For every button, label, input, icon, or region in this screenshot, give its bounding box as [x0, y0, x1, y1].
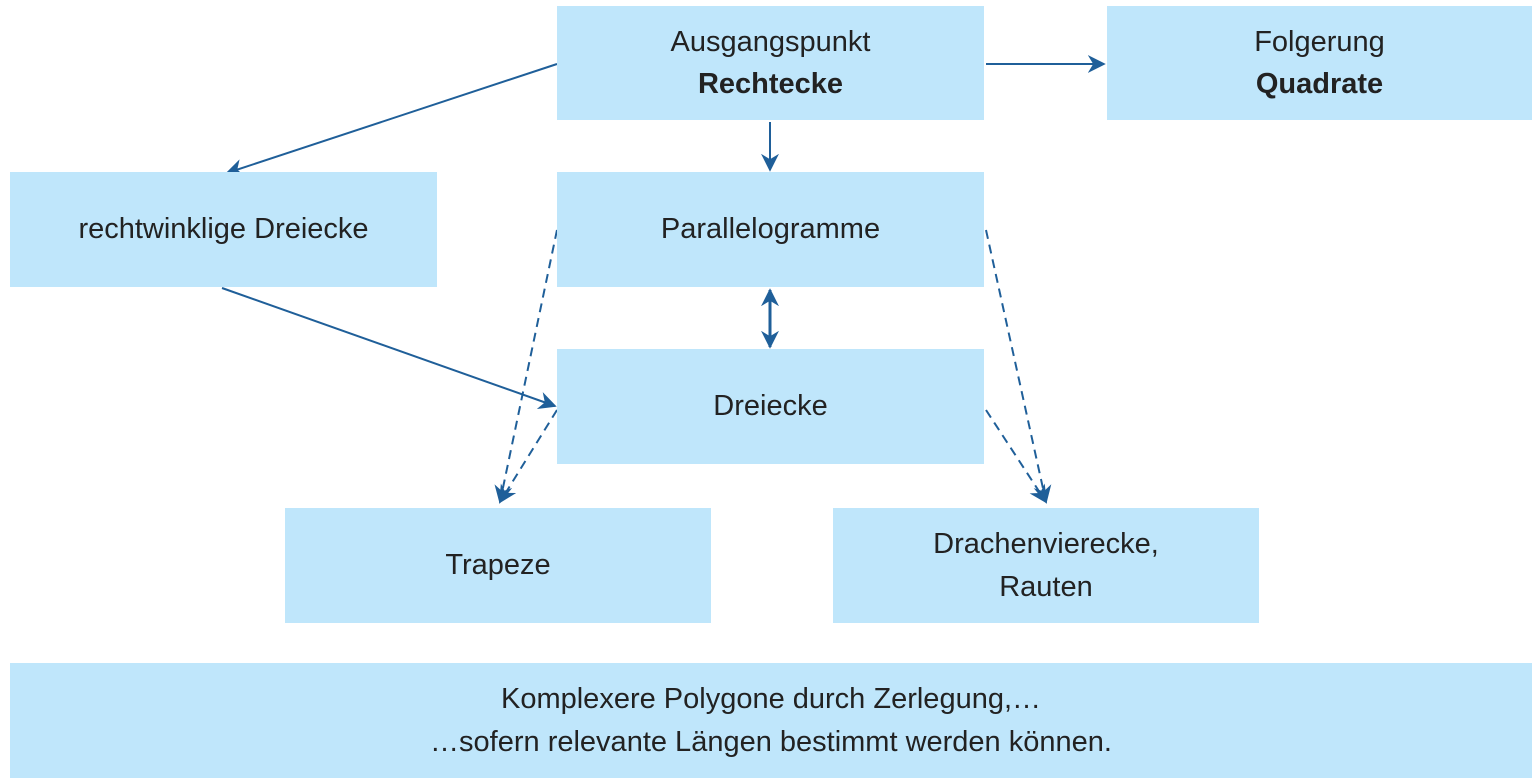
node-squares-conclusion: Folgerung Quadrate	[1107, 6, 1532, 120]
dashed-arrow-triangles-to-trapezoids	[499, 409, 558, 504]
node-triangles-label: Dreiecke	[713, 390, 828, 423]
node-rectangles-start-caption: Ausgangspunkt	[670, 25, 871, 58]
node-rectangles-start: Ausgangspunkt Rechtecke	[557, 6, 984, 120]
arrow-right-triangles-to-triangles	[221, 287, 557, 410]
dashed-arrow-parallelograms-to-trapezoids	[494, 229, 558, 504]
node-kites-label: Drachenvierecke,	[933, 528, 1159, 561]
node-kites-rhombi: Drachenvierecke, Rauten	[833, 508, 1259, 623]
node-right-triangles-label: rechtwinklige Dreiecke	[78, 213, 369, 246]
node-complex-polygons: Komplexere Polygone durch Zerlegung,… …s…	[10, 663, 1532, 778]
node-rhombi-label: Rauten	[999, 570, 1093, 603]
node-right-triangles: rechtwinklige Dreiecke	[10, 172, 437, 287]
node-trapezoids: Trapeze	[285, 508, 711, 623]
node-triangles: Dreiecke	[557, 349, 984, 464]
node-parallelograms-label: Parallelogramme	[660, 213, 881, 246]
node-parallelograms: Parallelogramme	[557, 172, 984, 287]
node-squares-conclusion-caption: Folgerung	[1254, 25, 1385, 58]
dashed-arrow-triangles-to-kites	[985, 409, 1047, 504]
node-complex-polygons-line2: …sofern relevante Längen bestimmt werden…	[430, 725, 1112, 758]
node-complex-polygons-line1: Komplexere Polygone durch Zerlegung,…	[500, 683, 1042, 716]
node-squares-conclusion-title: Quadrate	[1255, 68, 1384, 100]
node-trapezoids-label: Trapeze	[445, 549, 551, 582]
node-rectangles-start-title: Rechtecke	[697, 68, 844, 100]
arrow-start-to-right-triangles	[225, 63, 558, 177]
dashed-arrow-parallelograms-to-kites	[985, 229, 1052, 504]
